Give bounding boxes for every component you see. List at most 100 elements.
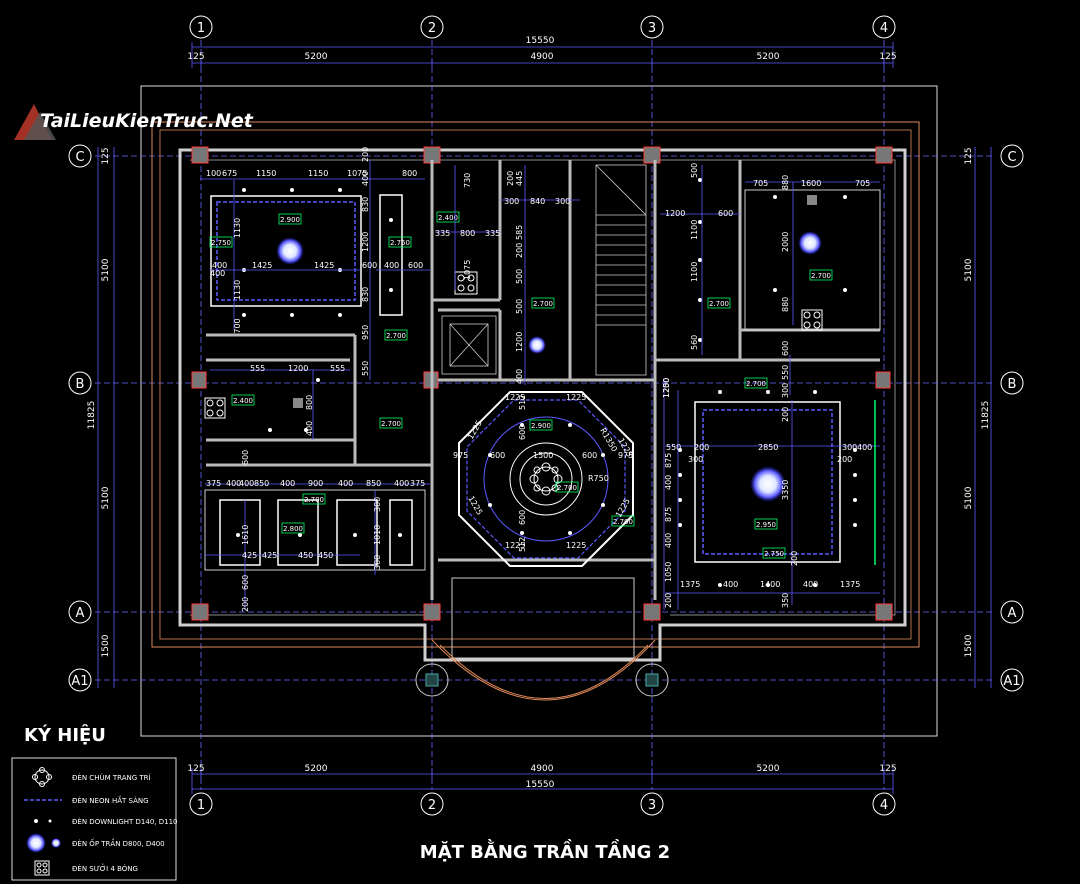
central-octagon-ceiling — [458, 391, 634, 567]
dim-text: 705 — [855, 179, 870, 188]
dim-text: 830 — [361, 287, 370, 302]
ceiling-lamp-icon — [51, 838, 61, 848]
dim-text: 400 — [212, 261, 227, 270]
dim-text: 1050 — [664, 562, 673, 582]
dim-text: 600 — [781, 341, 790, 356]
level-wc2: 2.400 — [233, 397, 253, 405]
dim-text: 2850 — [758, 443, 778, 452]
dim-text: 512 — [518, 395, 527, 410]
watermark-logo: TaiLieuKienTruc.Net — [14, 104, 254, 140]
legend-item-downlight: ĐÈN DOWNLIGHT D140, D110 — [34, 817, 177, 826]
ceiling-lamp-icon — [750, 466, 786, 502]
dim-text: 445 — [515, 171, 524, 186]
grid-col-2-top: 2 — [428, 21, 436, 36]
dim-text: 450 — [298, 551, 313, 560]
dim-text: 975 — [618, 451, 633, 460]
dim-top-seg-1: 125 — [187, 52, 204, 62]
dim-left-seg-2: 5100 — [101, 258, 111, 281]
dim-text: 1010 — [373, 525, 382, 545]
level-hall: 2.700 — [381, 420, 401, 428]
ceiling-lamp-icon — [798, 231, 822, 255]
dim-text: 1225 — [466, 495, 484, 517]
dim-text: 450 — [318, 551, 333, 560]
dim-text: 1375 — [680, 580, 700, 589]
dim-text: 850 — [254, 479, 269, 488]
level-wc1: 2.400 — [438, 214, 458, 222]
dim-text: 200 — [506, 171, 515, 186]
downlight-icon — [34, 819, 52, 823]
dim-left-seg-1: 125 — [101, 147, 111, 164]
dim-text: 1150 — [256, 169, 276, 178]
level-living: 2.700 — [746, 380, 766, 388]
grid-row-A-left: A — [76, 606, 85, 621]
dim-text: 600 — [582, 451, 597, 460]
dim-bottom-seg-4: 5200 — [757, 764, 780, 774]
dim-text: 800 — [460, 229, 475, 238]
dim-top-seg-4: 5200 — [757, 52, 780, 62]
legend-label: ĐÈN SƯỞI 4 BÓNG — [72, 863, 138, 873]
grid-row-C-right: C — [1007, 150, 1016, 165]
level-bed3: 2.700 — [811, 272, 831, 280]
dim-text: 512 — [518, 537, 527, 552]
dim-text: 375 — [410, 479, 425, 488]
dim-bottom-seg-5: 125 — [879, 764, 896, 774]
dim-text: 200 — [664, 593, 673, 608]
interior-walls — [206, 160, 880, 600]
room-dim-lines — [200, 160, 880, 610]
dim-text: 500 — [515, 299, 524, 314]
grid-col-2-bottom: 2 — [428, 798, 436, 813]
dim-text: 400 — [210, 269, 225, 278]
dim-text: 300 — [555, 197, 570, 206]
dim-text: 300 — [688, 455, 703, 464]
dim-text: 555 — [250, 364, 265, 373]
dim-bottom-seg-3: 4900 — [531, 764, 554, 774]
legend-label: ĐÈN NEON HẮT SÁNG — [72, 795, 149, 805]
dim-text: 950 — [361, 325, 370, 340]
legend-box — [11, 757, 177, 881]
ceiling-lamp-icon — [276, 237, 304, 265]
dim-left-seg-4: 1500 — [101, 634, 111, 657]
staircase — [595, 164, 647, 376]
grid-col-4-top: 4 — [880, 21, 888, 36]
dim-text: 875 — [664, 453, 673, 468]
legend-item-heater: ĐÈN SƯỞI 4 BÓNG — [34, 860, 138, 876]
dim-text: 2000 — [781, 232, 790, 252]
ceiling-recesses — [204, 189, 881, 571]
dim-text: 500 — [690, 163, 699, 178]
grid-row-C-left: C — [75, 150, 84, 165]
legend-label: ĐÈN ỐP TRẦN D800, D400 — [72, 838, 165, 848]
heater-lamp-icon — [34, 860, 50, 876]
dim-text: 700 — [233, 318, 242, 333]
dim-text: 1200 — [361, 232, 370, 252]
dim-text: 830 — [361, 197, 370, 212]
dim-text: 400 — [723, 580, 738, 589]
level-bed2: 2.700 — [304, 496, 324, 504]
dim-text: 200 — [241, 597, 250, 612]
dim-text: 550 — [361, 361, 370, 376]
dim-text: 1100 — [690, 262, 699, 282]
dim-text: 600 — [241, 575, 250, 590]
dim-text: 400 — [857, 443, 872, 452]
dim-text: 400 — [226, 479, 241, 488]
dim-right-overall: 11825 — [981, 401, 991, 430]
dim-text: 425 — [262, 551, 277, 560]
dim-bottom-seg-1: 125 — [187, 764, 204, 774]
level-wardrobe1: 2.750 — [390, 239, 410, 247]
dim-text: 600 — [362, 261, 377, 270]
dim-text: 1200 — [662, 378, 671, 398]
legend-item-ceiling-lamp: ĐÈN ỐP TRẦN D800, D400 — [26, 833, 165, 853]
grid-col-1-top: 1 — [197, 21, 205, 36]
dim-text: 560 — [690, 335, 699, 350]
level-central-3: 2.700 — [613, 518, 633, 526]
dim-text: 400 — [239, 479, 254, 488]
dim-text: 300 — [842, 443, 857, 452]
watermark-text: TaiLieuKienTruc.Net — [40, 110, 254, 132]
dim-text: 1425 — [252, 261, 272, 270]
dim-text: 550 — [781, 365, 790, 380]
grid-bubbles-left: C B A A1 — [68, 144, 92, 692]
dim-text: 1225 — [566, 541, 586, 550]
heater-lamp-icons — [204, 271, 823, 419]
dim-text: 875 — [664, 507, 673, 522]
dim-text: 400 — [394, 479, 409, 488]
